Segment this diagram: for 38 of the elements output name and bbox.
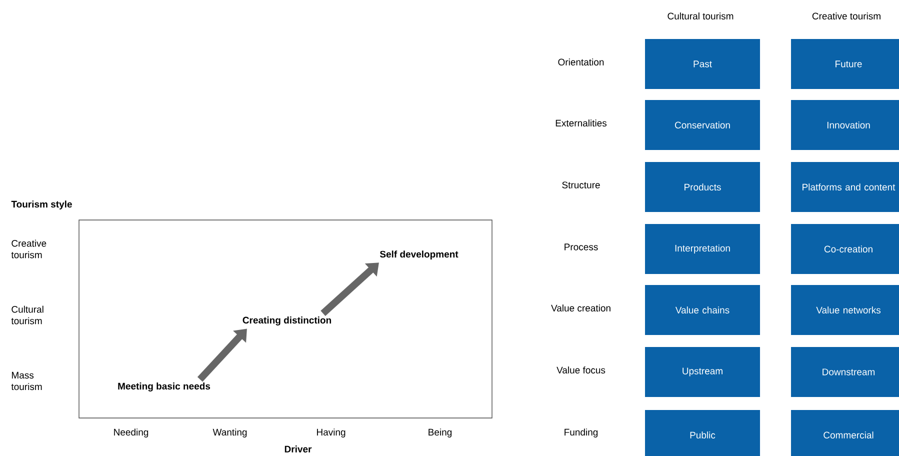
value-box: Downstream: [791, 347, 899, 397]
value-box: Value networks: [791, 285, 899, 335]
stage-label: Meeting basic needs: [118, 382, 210, 392]
axis-label: Cultural tourism: [11, 306, 44, 324]
value-box: Public: [645, 410, 760, 456]
block-arrow: [320, 262, 379, 316]
axis-title: Tourism style: [11, 200, 72, 210]
axis-title: Driver: [284, 446, 312, 452]
value-box: Products: [645, 162, 760, 212]
row-label: Funding: [564, 428, 598, 438]
value-box: Innovation: [791, 100, 899, 150]
axis-label: Being: [428, 428, 452, 438]
column-heading: Creative tourism: [812, 12, 880, 20]
stage-label: Creating distinction: [242, 316, 332, 326]
value-box: Upstream: [645, 347, 760, 397]
value-box: Platforms and content: [791, 162, 899, 212]
row-label: Value creation: [551, 304, 610, 312]
axis-label: Creative tourism: [11, 240, 46, 258]
value-box: Future: [791, 39, 899, 89]
row-label: Orientation: [558, 58, 604, 66]
block-arrow: [197, 328, 247, 382]
value-box: Conservation: [645, 100, 760, 150]
value-box: Commercial: [791, 410, 899, 456]
value-box: Interpretation: [645, 224, 760, 274]
chart-frame: [78, 220, 492, 418]
value-box: Co-creation: [791, 224, 899, 274]
row-label: Externalities: [556, 120, 607, 126]
axis-label: Needing: [114, 428, 148, 438]
value-box: Past: [645, 39, 760, 89]
column-heading: Cultural tourism: [668, 12, 734, 20]
row-label: Process: [564, 244, 598, 250]
axis-label: Mass tourism: [11, 372, 42, 390]
axis-label: Wanting: [212, 428, 247, 438]
stage-label: Self development: [380, 250, 458, 260]
row-label: Value focus: [556, 366, 606, 374]
value-box: Value chains: [645, 285, 760, 335]
axis-label: Having: [317, 428, 346, 438]
row-label: Structure: [562, 182, 600, 188]
